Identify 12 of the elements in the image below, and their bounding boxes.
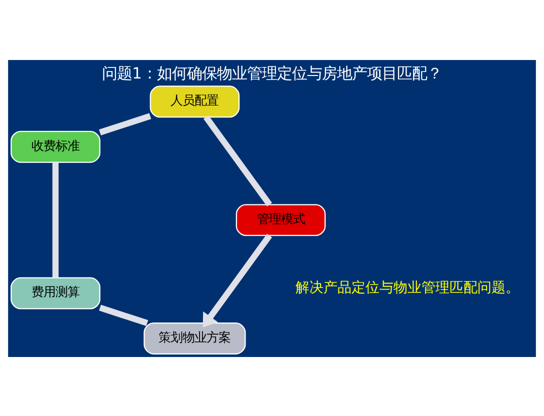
node-box: 费用测算 — [10, 276, 100, 309]
connector — [52, 162, 59, 278]
connector — [99, 304, 148, 326]
label: 解决产品定位与物业管理匹配问题。 — [296, 280, 520, 296]
node-box: 收费标准 — [10, 130, 100, 162]
node-box: 人员配置 — [150, 85, 240, 118]
diagram-title: 问题1：如何确保物业管理定位与房地产项目匹配？ — [102, 64, 442, 82]
connector — [98, 112, 152, 135]
connector — [203, 114, 272, 206]
node-box: 策划物业方案 — [144, 322, 246, 354]
node-box: 管理模式 — [236, 204, 326, 236]
arrow — [202, 233, 272, 327]
